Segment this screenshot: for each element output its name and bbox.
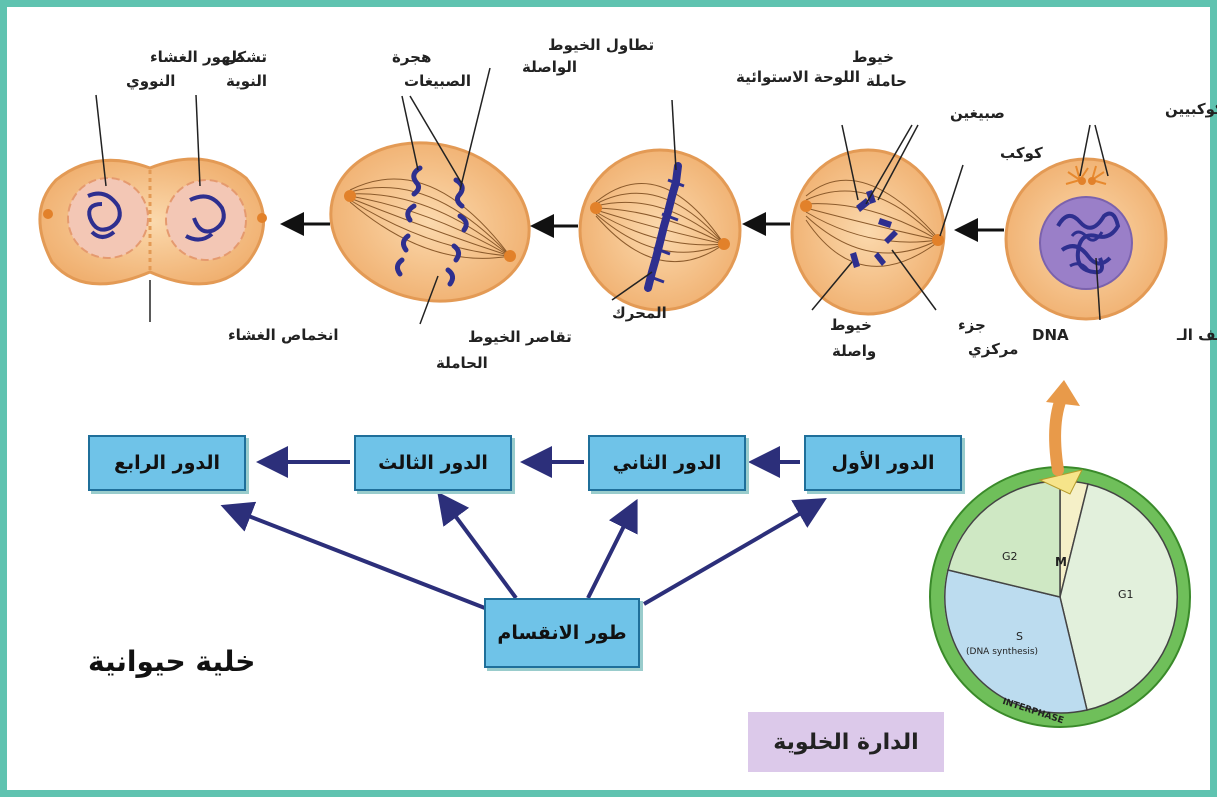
label-connecting-fibers-2: واصلة <box>832 342 876 360</box>
phase-arrows <box>220 446 827 612</box>
label-nuclear-membrane-1: ظهور الغشاء <box>150 48 245 66</box>
label-dna: DNA <box>1032 326 1069 344</box>
cycle-g2: G2 <box>1002 550 1018 563</box>
pointer-lines <box>95 67 1109 325</box>
cell-cycle-caption: الدارة الخلوية <box>748 712 944 772</box>
anaphase-cell <box>329 141 531 303</box>
division-phase-box: طور الانقسام <box>484 598 640 668</box>
label-nuclear-membrane-2: النووي <box>126 72 175 91</box>
label-fiber-contraction-1: تقاصر الخيوط <box>468 328 572 346</box>
prophase-cell <box>790 148 946 316</box>
phase-box-second: الدور الثاني <box>588 435 746 491</box>
animal-cell-title: خلية حيوانية <box>88 645 256 678</box>
label-chromatid-migration-1: هجرة <box>392 48 431 66</box>
phase-box-third: الدور الثالث <box>354 435 512 491</box>
phase-box-first: الدور الأول <box>804 435 962 491</box>
label-axis: المحرك <box>612 304 667 322</box>
label-carrier-fibers-2: حاملة <box>866 72 907 90</box>
label-connecting-fibers-1: خيوط <box>830 316 872 334</box>
label-dna-replication: تضاعف الـ <box>1176 326 1217 344</box>
cycle-s: S <box>1016 630 1023 643</box>
label-centromere-1: جزء <box>958 316 986 334</box>
label-fiber-elongation-1: تطاول الخيوط <box>548 36 654 54</box>
cell-cycle-wheel: M G1 G2 S (DNA synthesis) INTERPHASE <box>929 380 1191 728</box>
label-chromatids: صبيغين <box>950 104 1005 122</box>
labels: جسيمين كوكبيين تضاعف الـ DNA كوكب صبيغين… <box>126 36 1217 372</box>
cycle-g1: G1 <box>1118 588 1134 601</box>
label-nucleolus-1: تشكل <box>224 48 267 66</box>
label-membrane-constriction: انخماص الغشاء <box>228 326 338 344</box>
label-aster: كوكب <box>1000 144 1043 162</box>
label-nucleolus-2: النوية <box>226 72 267 90</box>
label-carrier-fibers-1: خيوط <box>852 48 894 66</box>
telophase-cell <box>38 157 267 286</box>
label-equatorial-plate: اللوحة الاستوائية <box>736 68 860 86</box>
cell-arrows <box>280 212 1004 242</box>
label-fiber-contraction-2: الحاملة <box>436 354 488 372</box>
cycle-m: M <box>1055 555 1067 569</box>
interphase-cell <box>1004 157 1168 321</box>
label-centromere-2: مركزي <box>968 340 1018 359</box>
cycle-s-sub: (DNA synthesis) <box>966 647 1038 657</box>
metaphase-cell <box>578 148 742 312</box>
label-centriole-pair: جسيمين كوكبيين <box>1165 100 1217 118</box>
phase-box-fourth: الدور الرابع <box>88 435 246 491</box>
label-fiber-elongation-2: الواصلة <box>522 58 577 76</box>
label-chromatid-migration-2: الصبيغات <box>404 72 471 90</box>
centrosome <box>1065 165 1107 185</box>
